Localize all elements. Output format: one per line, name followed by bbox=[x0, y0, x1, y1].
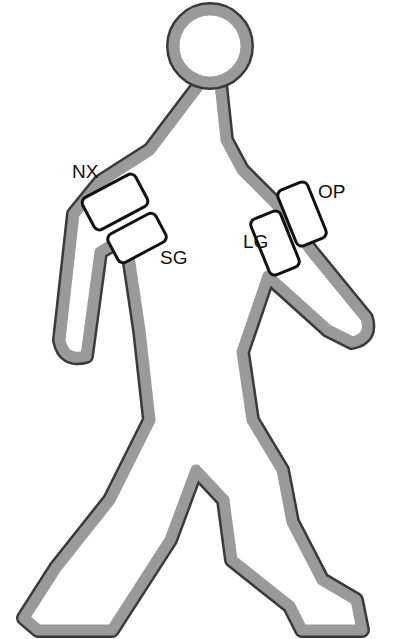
device-label: OP bbox=[318, 182, 345, 201]
head-outline-dark bbox=[174, 10, 246, 82]
phone-sg bbox=[106, 211, 169, 265]
body-outline-dark bbox=[24, 84, 367, 630]
body-outline bbox=[24, 84, 367, 630]
head-outline bbox=[174, 10, 246, 82]
phone-body bbox=[106, 211, 169, 265]
device-label: LG bbox=[243, 232, 268, 251]
device-label: NX bbox=[72, 162, 98, 181]
device-label: SG bbox=[160, 248, 187, 267]
